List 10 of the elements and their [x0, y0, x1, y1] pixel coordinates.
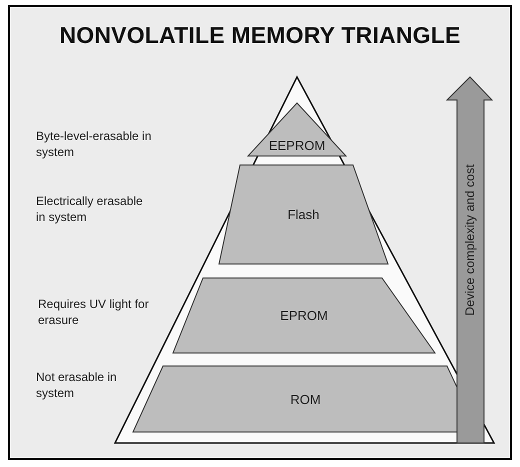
axis-label: Device complexity and cost — [462, 164, 476, 316]
level-description: Electrically erasable in system — [36, 193, 144, 225]
level-description: Requires UV light for erasure — [38, 296, 150, 328]
level-description: Not erasable in system — [36, 369, 118, 401]
level-label: Flash — [288, 207, 320, 222]
level-description: Byte-level-erasable in system — [36, 128, 152, 160]
level-label: EPROM — [280, 308, 328, 323]
diagram-title: NONVOLATILE MEMORY TRIANGLE — [58, 22, 462, 49]
level-label: ROM — [290, 392, 321, 406]
level-label: EEPROM — [268, 138, 326, 153]
